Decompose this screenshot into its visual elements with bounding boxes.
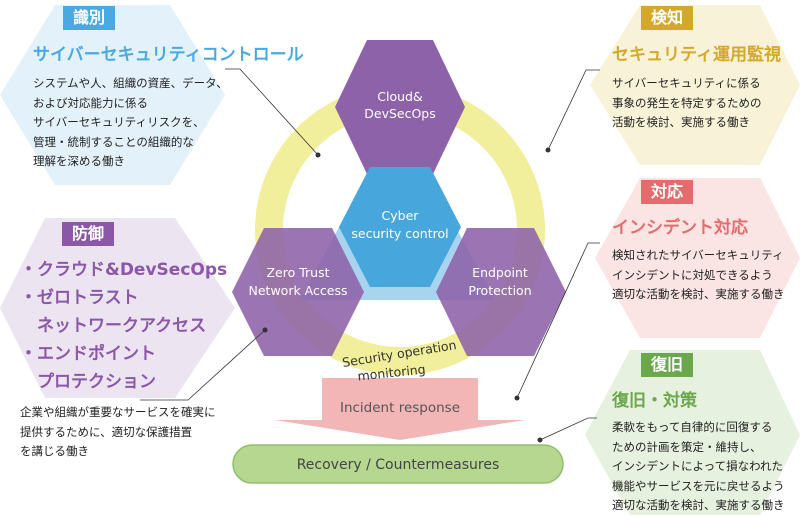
protect-items: ・クラウド&DevSecOps ・ゼロトラスト ネットワークアクセス ・エンドポ… <box>20 256 227 396</box>
respond-desc-line: 適切な活動を検討、実施する働き <box>612 287 785 301</box>
detect-desc-line: 活動を検討、実施する働き <box>612 115 750 129</box>
recover-desc-line: 機能やサービスを元に戻せるよう <box>612 478 785 493</box>
protect-item: ネットワークアクセス <box>20 316 207 336</box>
protect-item: ・エンドポイント <box>20 344 156 364</box>
cloud-devsecops-hex <box>335 40 465 174</box>
identify-desc-line: 管理・統制することの組織的な <box>33 134 194 149</box>
recover-description: 柔軟をもって自律的に回復する ための計画を策定・維持し、 インシデントによって損… <box>612 418 785 516</box>
cloud-devsecops-label-2: DevSecOps <box>364 106 436 121</box>
detect-desc-line: 事象の発生を特定するための <box>612 95 762 110</box>
cyber-label-1: Cyber <box>382 208 420 223</box>
incident-response-arrow <box>275 378 525 440</box>
recover-category-badge: 復旧 <box>641 353 693 377</box>
protect-item: ・クラウド&DevSecOps <box>20 260 228 280</box>
detect-desc-line: サイバーセキュリティに係る <box>612 76 761 90</box>
cloud-devsecops-label-1: Cloud& <box>377 89 423 104</box>
ring-label-2: monitoring <box>357 361 426 383</box>
protect-category-badge: 防御 <box>62 222 114 246</box>
detect-connector <box>547 69 600 151</box>
respond-connector <box>516 242 600 399</box>
endpoint-label-1: Endpoint <box>472 265 528 280</box>
zero-trust-label-2: Network Access <box>249 283 348 298</box>
respond-heading: インシデント対応 <box>612 218 748 238</box>
protect-bg-hex <box>0 218 235 398</box>
respond-description: 検知されたサイバーセキュリティ インシデントに対処できるよう 適切な活動を検討、… <box>612 246 785 305</box>
identify-desc-line: システムや人、組織の資産、データ、 <box>33 76 228 90</box>
identify-category-badge: 識別 <box>63 6 115 30</box>
protect-desc-line: 企業や組織が重要なサービスを確実に <box>20 405 216 419</box>
recover-desc-line: 適切な活動を検討、実施する働き <box>612 498 785 512</box>
protect-desc-line: を講じる働き <box>20 444 89 458</box>
detect-category-badge: 検知 <box>641 6 693 30</box>
respond-bg-hex <box>595 178 800 338</box>
protect-item: プロテクション <box>20 372 156 392</box>
recover-desc-line: ための計画を策定・維持し、 <box>612 439 762 454</box>
recover-bg-hex <box>585 350 800 515</box>
identify-heading: サイバーセキュリティコントロール <box>33 45 304 65</box>
detect-heading: セキュリティ運用監視 <box>612 45 781 65</box>
endpoint-label-2: Protection <box>468 283 531 298</box>
protect-dot <box>262 327 268 333</box>
detect-description: サイバーセキュリティに係る 事象の発生を特定するための 活動を検討、実施する働き <box>612 74 762 133</box>
identify-desc-line: サイバーセキュリティリスクを、 <box>33 115 205 129</box>
identify-description: システムや人、組織の資産、データ、 および対応能力に係る サイバーセキュリティリ… <box>33 74 228 172</box>
recover-desc-line: インシデントによって損なわれた <box>612 459 784 473</box>
respond-category-badge: 対応 <box>641 180 693 204</box>
zero-trust-label-1: Zero Trust <box>266 265 329 280</box>
protect-connector <box>140 329 266 401</box>
cyber-label-2: security control <box>351 226 448 241</box>
incident-response-label: Incident response <box>340 400 460 416</box>
detect-bg-hex <box>590 5 800 165</box>
identify-connector <box>225 68 319 156</box>
identify-desc-line: および対応能力に係る <box>33 95 148 110</box>
respond-desc-line: インシデントに対処できるよう <box>612 267 773 282</box>
identify-desc-line: 理解を深める働き <box>33 154 125 168</box>
protect-description: 企業や組織が重要なサービスを確実に 提供するために、適切な保護措置 を講じる働き <box>20 403 216 462</box>
detect-dot <box>545 147 551 153</box>
recovery-bar-label: Recovery / Countermeasures <box>297 457 500 473</box>
recover-desc-line: 柔軟をもって自律的に回復する <box>612 420 773 434</box>
cyber-security-control-hex <box>339 167 461 287</box>
recovery-bar <box>232 444 564 484</box>
respond-desc-line: 検知されたサイバーセキュリティ <box>612 248 784 262</box>
zero-trust-hex <box>232 228 364 356</box>
protect-desc-line: 提供するために、適切な保護措置 <box>20 424 193 439</box>
endpoint-protection-hex <box>436 228 566 356</box>
identify-bg-hex <box>0 5 225 185</box>
recover-heading: 復旧・対策 <box>612 391 697 411</box>
respond-dot <box>514 395 520 401</box>
identify-dot <box>315 152 321 158</box>
recover-dot <box>537 437 543 443</box>
protect-item: ・ゼロトラスト <box>20 288 139 308</box>
recover-connector <box>539 417 597 441</box>
